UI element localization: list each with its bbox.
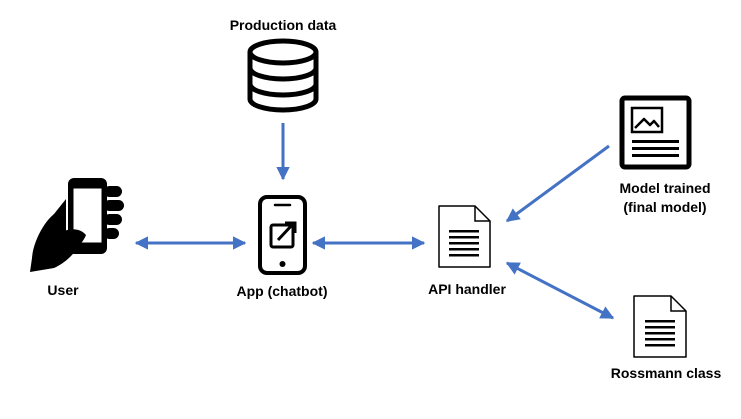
smartphone-app-icon [258, 195, 307, 275]
database-icon [247, 38, 319, 113]
model-label-line1: Model trained [619, 180, 711, 196]
app-label: App (chatbot) [236, 283, 328, 299]
production-data-label: Production data [229, 17, 337, 33]
rossmann-class-label: Rossmann class [610, 365, 722, 381]
arrow-api-rossmann [505, 261, 615, 320]
arrow-model-to-api [505, 144, 610, 223]
hand-holding-phone-icon [30, 178, 124, 272]
model-label-line2: (final model) [623, 199, 707, 215]
api-handler-label: API handler [428, 281, 506, 297]
document-icon [633, 295, 687, 358]
user-label: User [47, 282, 79, 298]
image-document-icon [619, 95, 692, 170]
document-icon [438, 205, 491, 268]
